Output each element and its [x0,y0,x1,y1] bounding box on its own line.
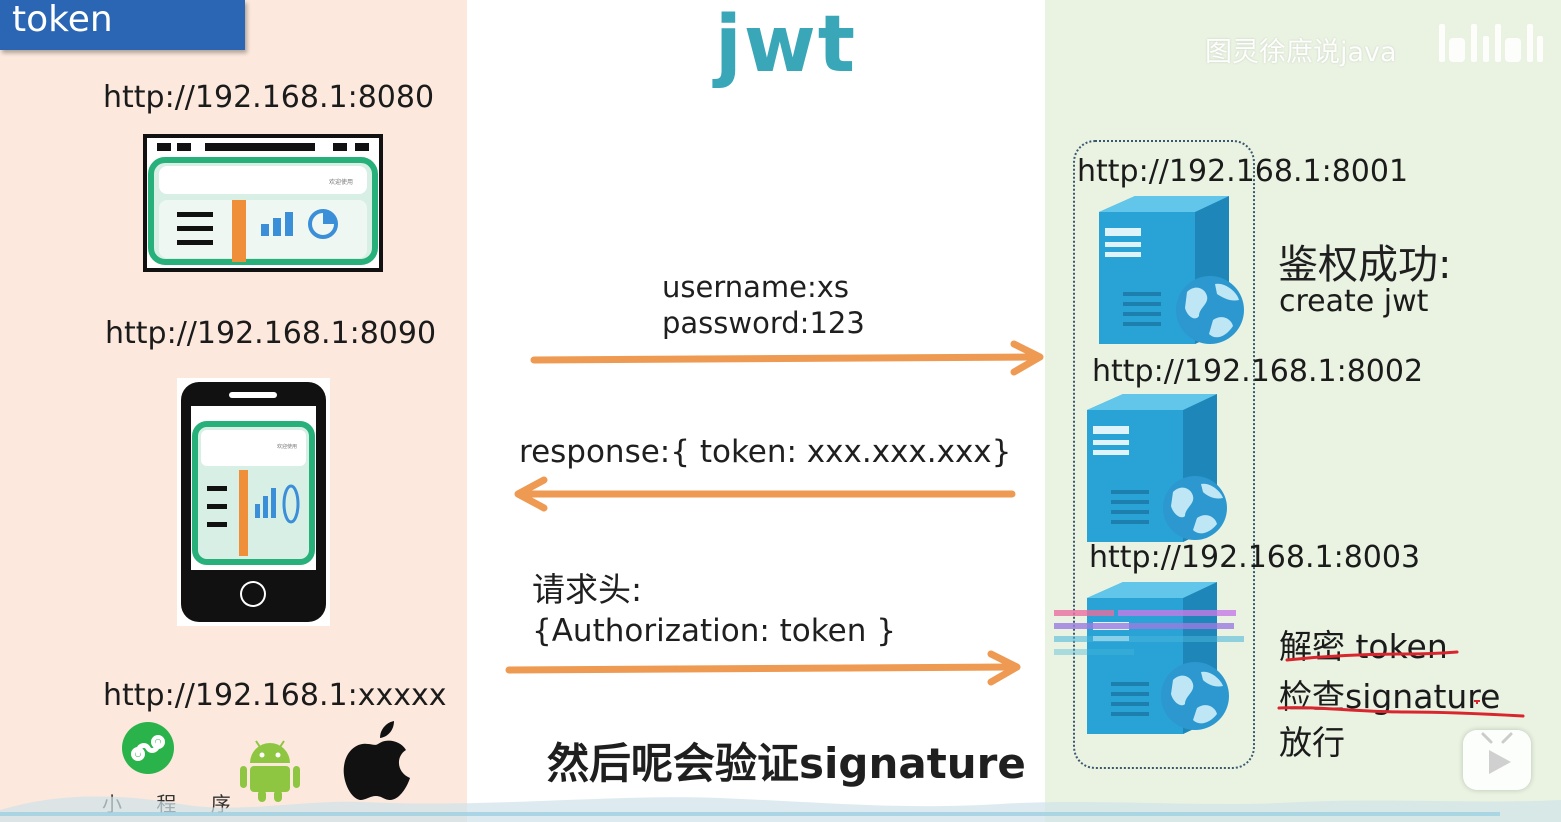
bilibili-logo-icon [1439,24,1543,62]
apple-icon [343,721,410,800]
server-url-2: http://192.168.1:8002 [1092,354,1424,389]
server-icon [1087,582,1229,734]
server-url-1: http://192.168.1:8001 [1077,154,1409,189]
footer-wave-decoration [0,796,1561,822]
client-url-other: http://192.168.1:xxxxx [103,678,447,713]
flow-panel [467,0,1045,822]
underline-check-signature [1277,700,1525,718]
response-text: response:{ token: xxx.xxx.xxx} [519,434,1012,470]
header-label: 请求头: [532,570,643,609]
server-url-3: http://192.168.1:8003 [1089,540,1421,575]
authorized-request-arrow [505,650,1021,686]
client-url-mobile: http://192.168.1:8090 [105,316,437,351]
underline-decrypt [1285,650,1459,662]
svg-text:欢迎使用: 欢迎使用 [277,443,297,450]
client-url-web: http://192.168.1:8080 [103,80,435,115]
page-title: jwt [715,0,858,90]
slide-tab-title: token [0,0,245,50]
login-request-arrow [530,340,1044,376]
server-icon [1099,196,1244,344]
server-cluster-box [1073,140,1255,769]
header-value: {Authorization: token } [532,613,896,649]
miniprogram-icon [122,722,174,774]
browser-dashboard-icon: 欢迎使用 [143,134,383,272]
auth-success-label: 鉴权成功: [1278,242,1452,288]
request-username: username:xs [662,270,850,304]
phone-dashboard-icon: 欢迎使用 [177,378,330,626]
channel-watermark: 图灵徐庶说java [1205,37,1397,68]
create-jwt-label: create jwt [1279,284,1429,319]
caption-verify-signature: 然后呢会验证signature [547,739,1026,788]
play-button[interactable] [1463,730,1531,790]
server-icon [1087,394,1227,542]
encoded-token-overlay [1054,610,1244,655]
request-password: password:123 [662,306,865,340]
android-icon [240,740,300,802]
play-icon [1481,732,1513,774]
svg-text:欢迎使用: 欢迎使用 [329,178,353,186]
step-pass: 放行 [1279,723,1345,762]
response-arrow [514,476,1016,512]
